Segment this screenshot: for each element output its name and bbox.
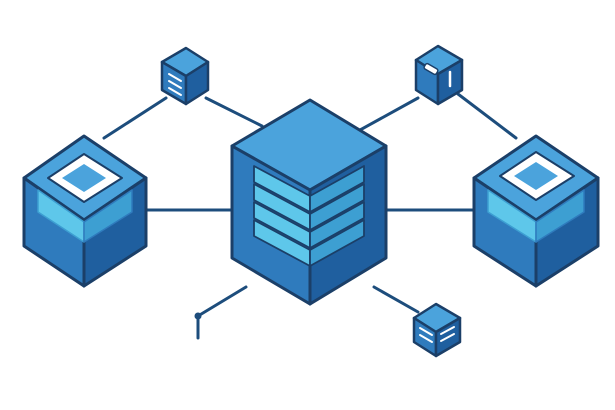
connector-topleft-to-center: [204, 96, 264, 128]
connector-dangling: [196, 285, 248, 318]
top-left-server-right-face: [184, 60, 210, 106]
central-server-layer-2-right: [309, 183, 365, 231]
connector-lines: [102, 92, 518, 340]
left-storage-cube: [22, 134, 148, 288]
right-storage-cube: [472, 134, 600, 288]
central-server-cube: [230, 98, 388, 306]
rack-line: [419, 334, 433, 343]
connector-topright-to-center: [358, 96, 420, 132]
connector-center-to-bottomright: [372, 285, 420, 314]
left-storage-band-right: [83, 189, 133, 243]
rack-line: [168, 73, 182, 82]
top-right-device-slot: [423, 62, 439, 76]
bottom-right-server-cube: [412, 302, 462, 358]
central-server-layer-4-right: [309, 219, 365, 267]
rack-line: [440, 333, 455, 342]
rack-line: [168, 87, 182, 96]
top-left-server-rack-lines: [168, 73, 182, 96]
top-left-server-cube: [160, 46, 210, 106]
right-storage-band-right: [535, 189, 585, 243]
connector-topright-to-right: [456, 92, 518, 140]
rack-line: [440, 326, 455, 335]
left-storage-window-inner: [62, 164, 106, 192]
central-server-stack-layers: [253, 165, 365, 267]
rack-line: [168, 80, 182, 89]
central-server-layer-1-right: [309, 165, 365, 213]
central-server-layer-3-right: [309, 201, 365, 249]
top-right-device-cube: [414, 44, 464, 106]
rack-line: [419, 327, 433, 336]
connector-topleft-to-left: [102, 96, 168, 140]
bottom-right-server-rack-lines: [419, 326, 455, 343]
connector-node-dot: [194, 312, 202, 320]
right-storage-window-inner: [514, 162, 558, 190]
